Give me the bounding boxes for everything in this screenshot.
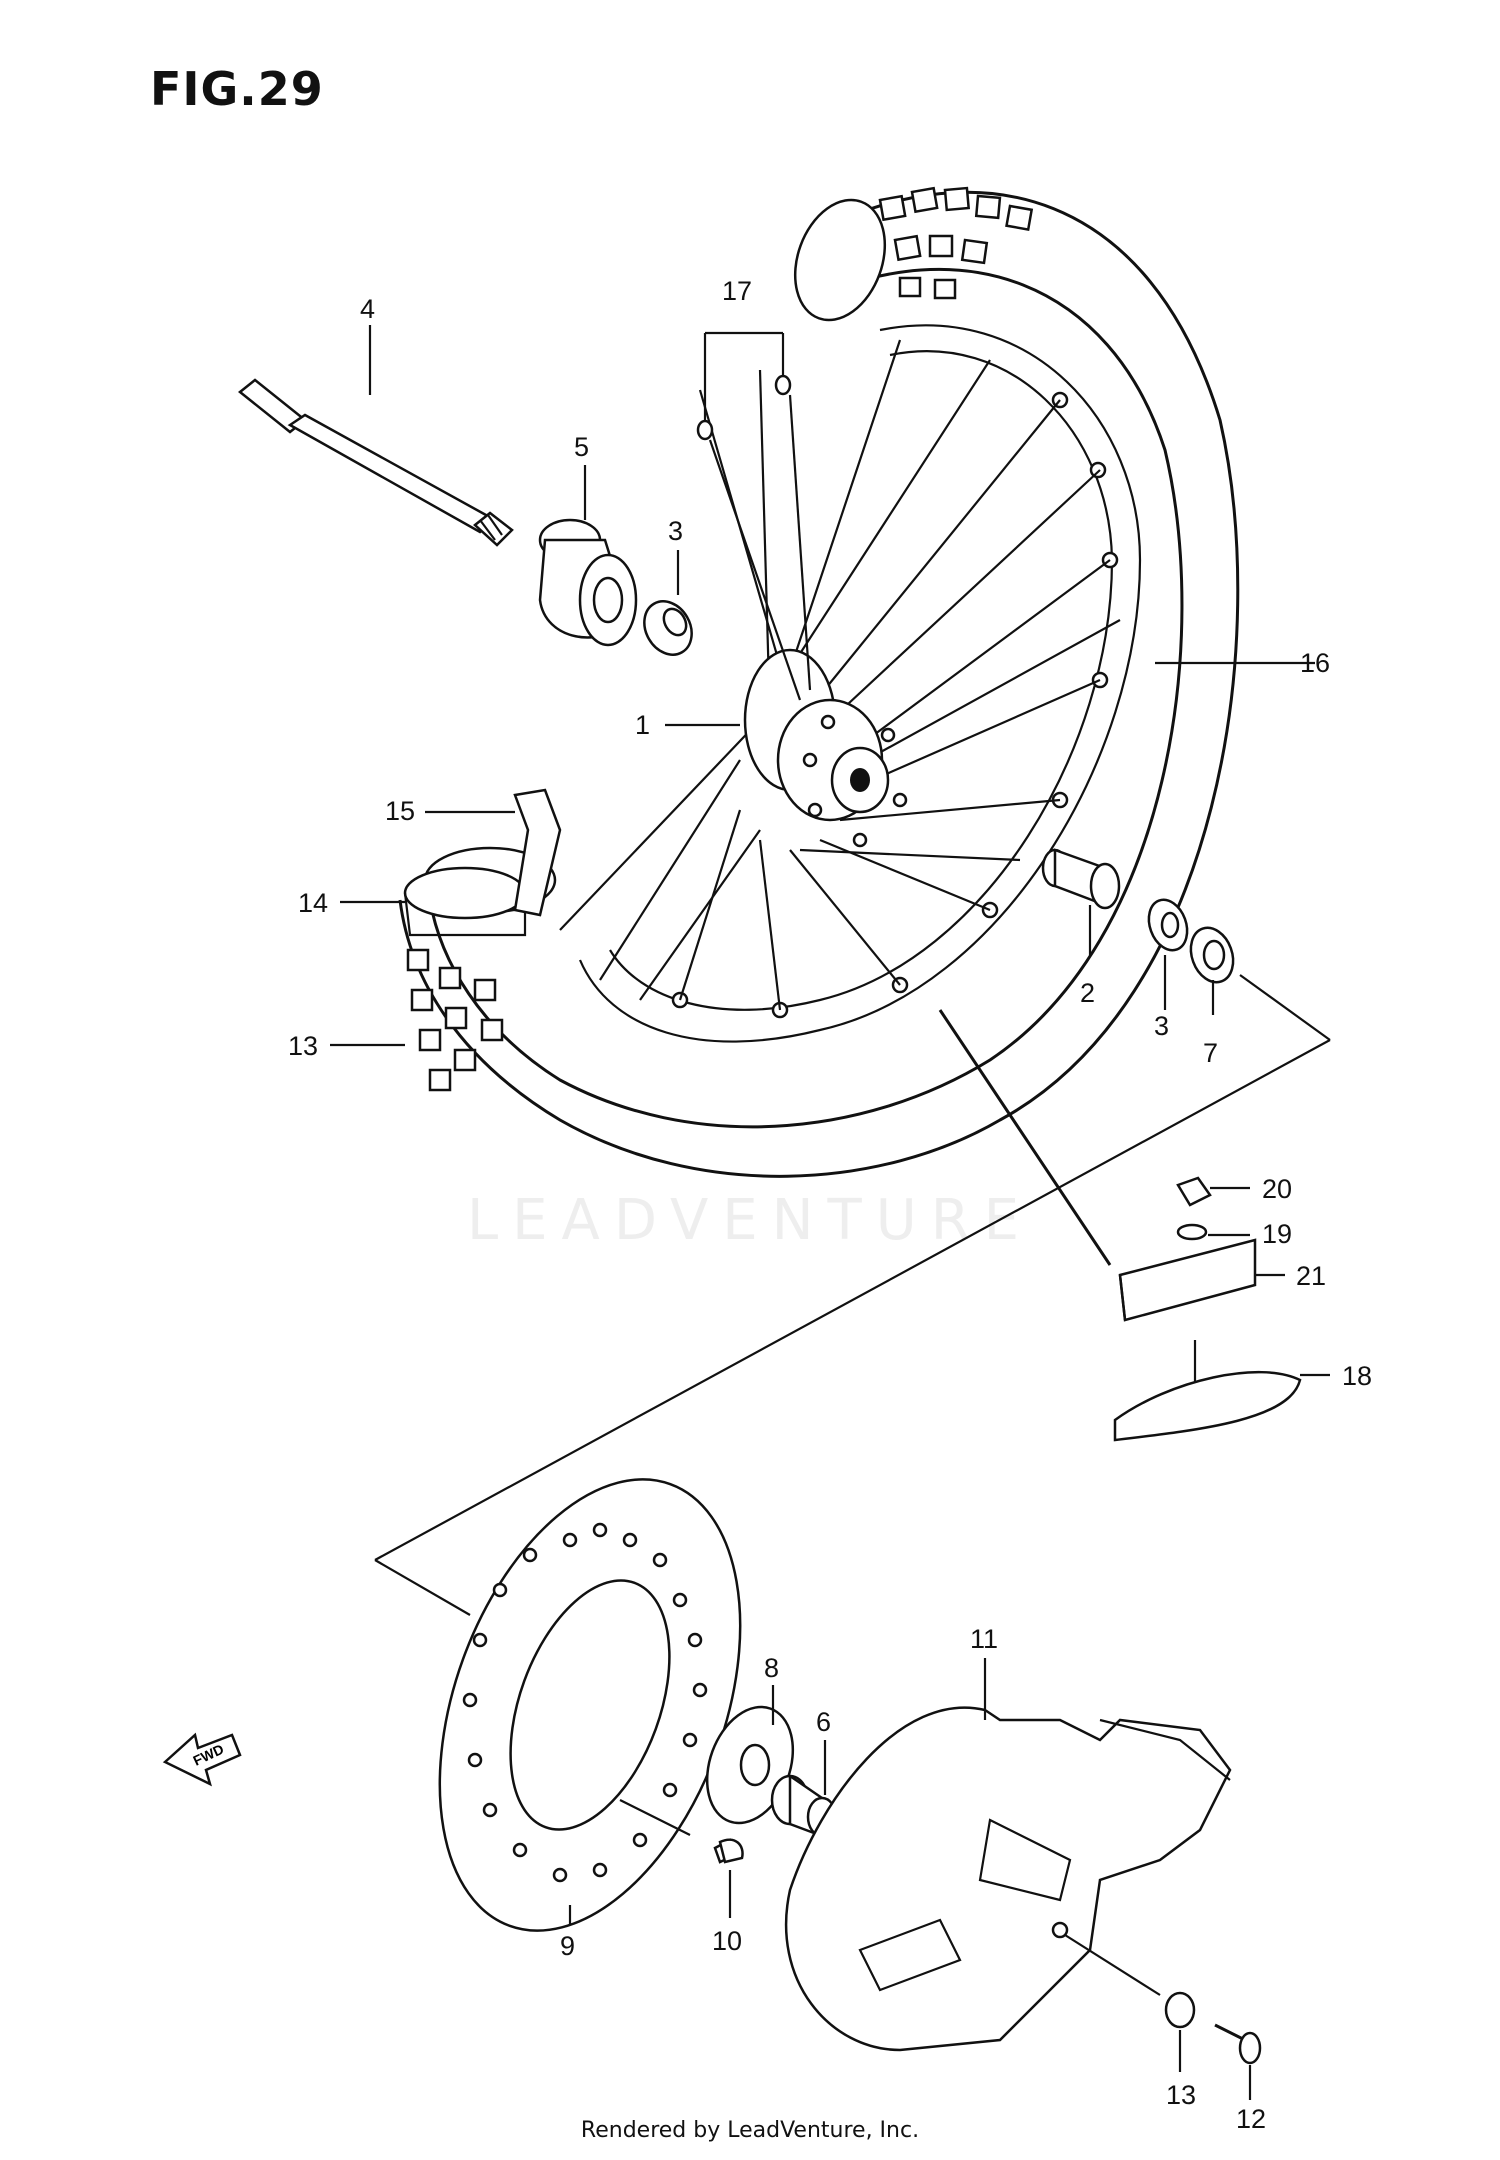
- disc-adapter: [705, 1705, 795, 1825]
- tube: [403, 866, 527, 937]
- spoke-set: [696, 331, 812, 701]
- callout-3a: 3: [668, 516, 683, 546]
- fwd-arrow-icon: FWD: [162, 1732, 242, 1787]
- callout-13: 13: [1166, 2080, 1196, 2110]
- disc-cover: [784, 1706, 1232, 2052]
- callout-22: 21: [1296, 1261, 1326, 1291]
- callout-6: 6: [816, 1707, 831, 1737]
- figure-title: FIG.29: [150, 62, 324, 116]
- callout-5: 5: [574, 432, 589, 462]
- brake-disc: [438, 1478, 742, 1932]
- tread-top: [878, 186, 1034, 300]
- callout-1: 1: [635, 710, 650, 740]
- hub-collar: [770, 1773, 838, 1838]
- disc-bolt: [713, 1838, 744, 1864]
- callout-8: 8: [764, 1653, 779, 1683]
- leader-lines: [330, 325, 1331, 2100]
- tire: [398, 186, 1240, 1178]
- callout-17: 16: [1300, 648, 1330, 678]
- callout-2: 2: [1080, 978, 1095, 1008]
- spacer-right: [1041, 848, 1121, 910]
- oil-seal: [1189, 926, 1235, 984]
- tread-left: [406, 948, 504, 1092]
- rim-lock: [938, 1009, 1302, 1442]
- spokes: [559, 339, 1121, 1011]
- callout-9: 9: [560, 1931, 575, 1961]
- callout-11: 11: [970, 1624, 998, 1654]
- callout-10: 10: [712, 1926, 742, 1956]
- callout-19: 18: [1342, 1361, 1372, 1391]
- callout-labels: 4 5 3 17 1 16 15 14 13 2 3 7 20 19 21 18…: [288, 276, 1372, 2134]
- callout-3b: 3: [1154, 1011, 1169, 1041]
- callout-20: 19: [1262, 1219, 1292, 1249]
- bearing-left: [643, 600, 693, 656]
- rim: [578, 324, 1142, 1043]
- watermark: LEADVENTURE: [466, 1188, 1034, 1253]
- valve-stem: [513, 788, 562, 917]
- callout-15: 14: [298, 888, 328, 918]
- callout-4: 4: [360, 294, 375, 324]
- cover-washer: [1164, 1991, 1196, 2029]
- callout-14: 13: [288, 1031, 318, 1061]
- callout-18: 17: [722, 276, 752, 306]
- hub: [743, 648, 908, 848]
- bearing-right: [1147, 898, 1189, 952]
- spacer: [538, 518, 638, 647]
- callout-16: 15: [385, 796, 415, 826]
- disc-holes: [462, 1522, 708, 1883]
- callout-21: 20: [1262, 1174, 1292, 1204]
- axle: [237, 378, 514, 547]
- callout-12: 12: [1236, 2104, 1266, 2134]
- cover-bolt: [1214, 2023, 1262, 2065]
- footer-credit: Rendered by LeadVenture, Inc.: [580, 2118, 920, 2143]
- callout-7: 7: [1203, 1038, 1218, 1068]
